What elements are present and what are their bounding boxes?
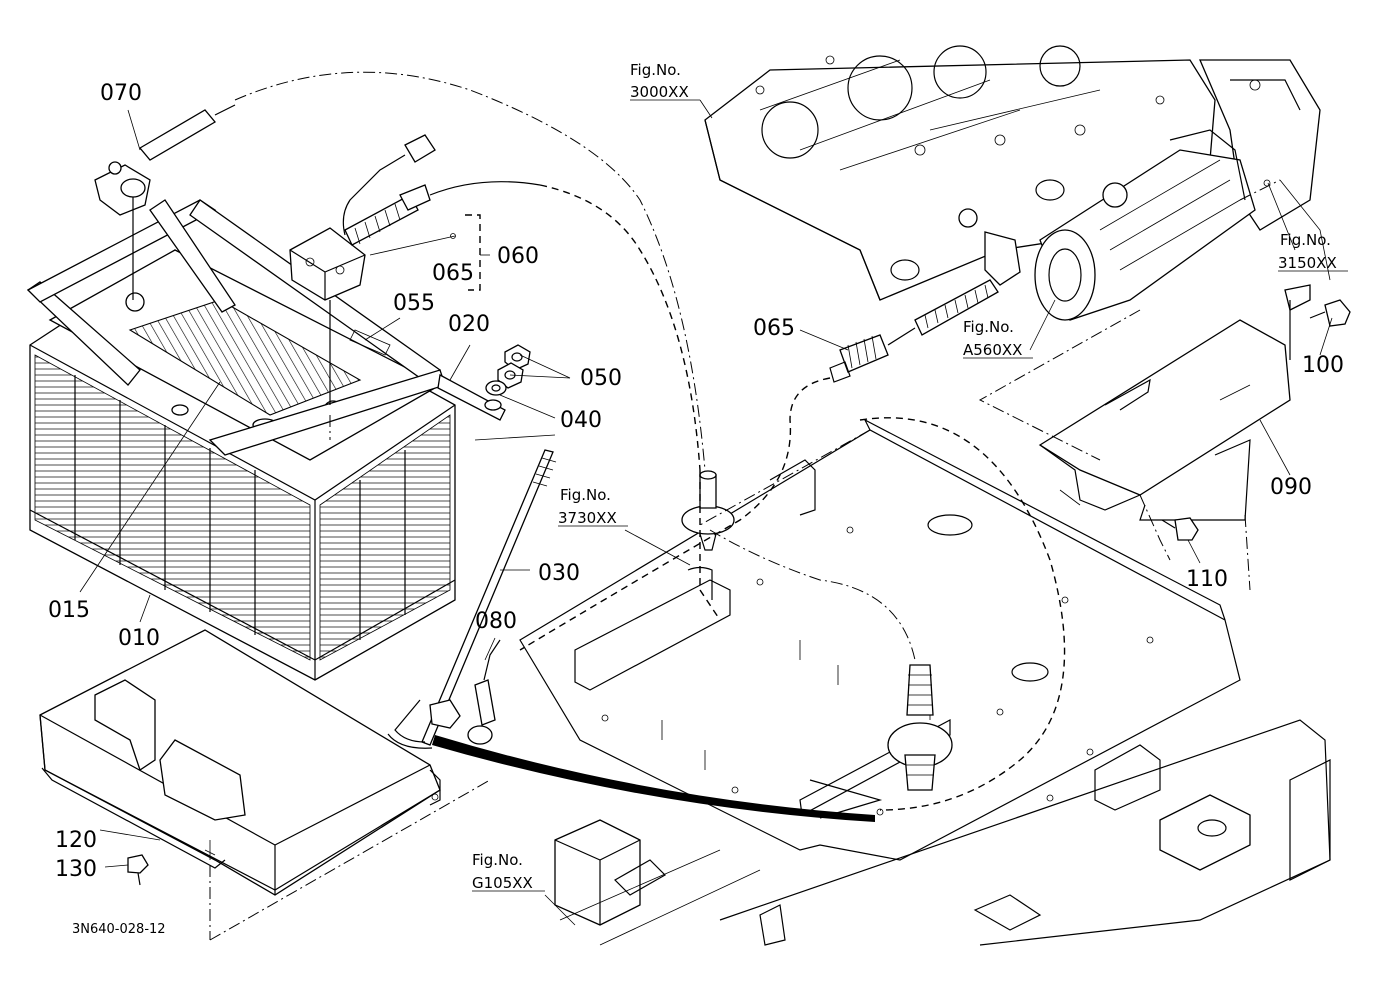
floor-plate (519, 418, 1241, 861)
label-090: 090 (1270, 475, 1312, 500)
engine-block (704, 45, 1331, 301)
figure-references: Fig.No. 3000XX Fig.No. 3150XX Fig.No. A5… (472, 61, 1348, 892)
label-015: 015 (48, 598, 90, 623)
battery-tray (39, 629, 441, 896)
fig-ref-title: Fig.No. (963, 318, 1014, 336)
floor-terminal (887, 664, 953, 791)
nuts-050 (497, 344, 531, 389)
label-120: 120 (55, 828, 97, 853)
fig-ref-number: G105XX (472, 874, 533, 892)
battery (29, 249, 456, 681)
label-050: 050 (580, 366, 622, 391)
cable-routes (234, 71, 1066, 811)
label-040: 040 (560, 408, 602, 433)
starter-cable-assembly (829, 208, 1021, 383)
fig-ref-number: 3150XX (1278, 254, 1337, 272)
terminal-cable-070 (94, 104, 236, 300)
label-010: 010 (118, 626, 160, 651)
fig-ref-title: Fig.No. (1280, 231, 1331, 249)
fig-ref-number: 3000XX (630, 83, 689, 101)
label-055: 055 (393, 291, 435, 316)
fig-ref-a560xx[interactable]: Fig.No. A560XX (963, 318, 1033, 359)
battery-switch-060 (289, 134, 541, 405)
label-130: 130 (55, 857, 97, 882)
battery-rod-030 (387, 449, 557, 749)
fig-ref-title: Fig.No. (630, 61, 681, 79)
fig-ref-number: 3730XX (558, 509, 617, 527)
label-080: 080 (475, 609, 517, 634)
fig-ref-title: Fig.No. (560, 486, 611, 504)
fig-ref-3730xx[interactable]: Fig.No. 3730XX (558, 486, 628, 527)
fig-ref-g105xx[interactable]: Fig.No. G105XX (472, 851, 545, 892)
label-110: 110 (1186, 567, 1228, 592)
reference-lines (209, 179, 1281, 941)
ground-cable-080 (429, 639, 883, 822)
fig-ref-3000xx[interactable]: Fig.No. 3000XX (630, 61, 700, 101)
label-020: 020 (448, 312, 490, 337)
label-100: 100 (1302, 353, 1344, 378)
washers-040 (485, 380, 507, 396)
fig-ref-number: A560XX (963, 341, 1022, 359)
starter-cover (1038, 284, 1311, 521)
fig-ref-3150xx[interactable]: Fig.No. 3150XX (1278, 231, 1348, 272)
bolt-100 (1309, 299, 1351, 327)
label-070: 070 (100, 81, 142, 106)
part-labels: 070 060 065 055 020 050 040 015 010 030 … (48, 81, 1344, 882)
fig-ref-title: Fig.No. (472, 851, 523, 869)
machine-frame (554, 719, 1331, 946)
bolt-110 (1161, 517, 1199, 541)
leader-lines (79, 99, 1333, 926)
label-030: 030 (538, 561, 580, 586)
bolt-130 (127, 854, 149, 886)
drawing-code: 3N640-028-12 (72, 922, 166, 937)
label-060: 060 (497, 244, 539, 269)
label-065-switch: 065 (432, 261, 474, 286)
starter-motor (1034, 129, 1271, 321)
label-065-starter: 065 (753, 316, 795, 341)
